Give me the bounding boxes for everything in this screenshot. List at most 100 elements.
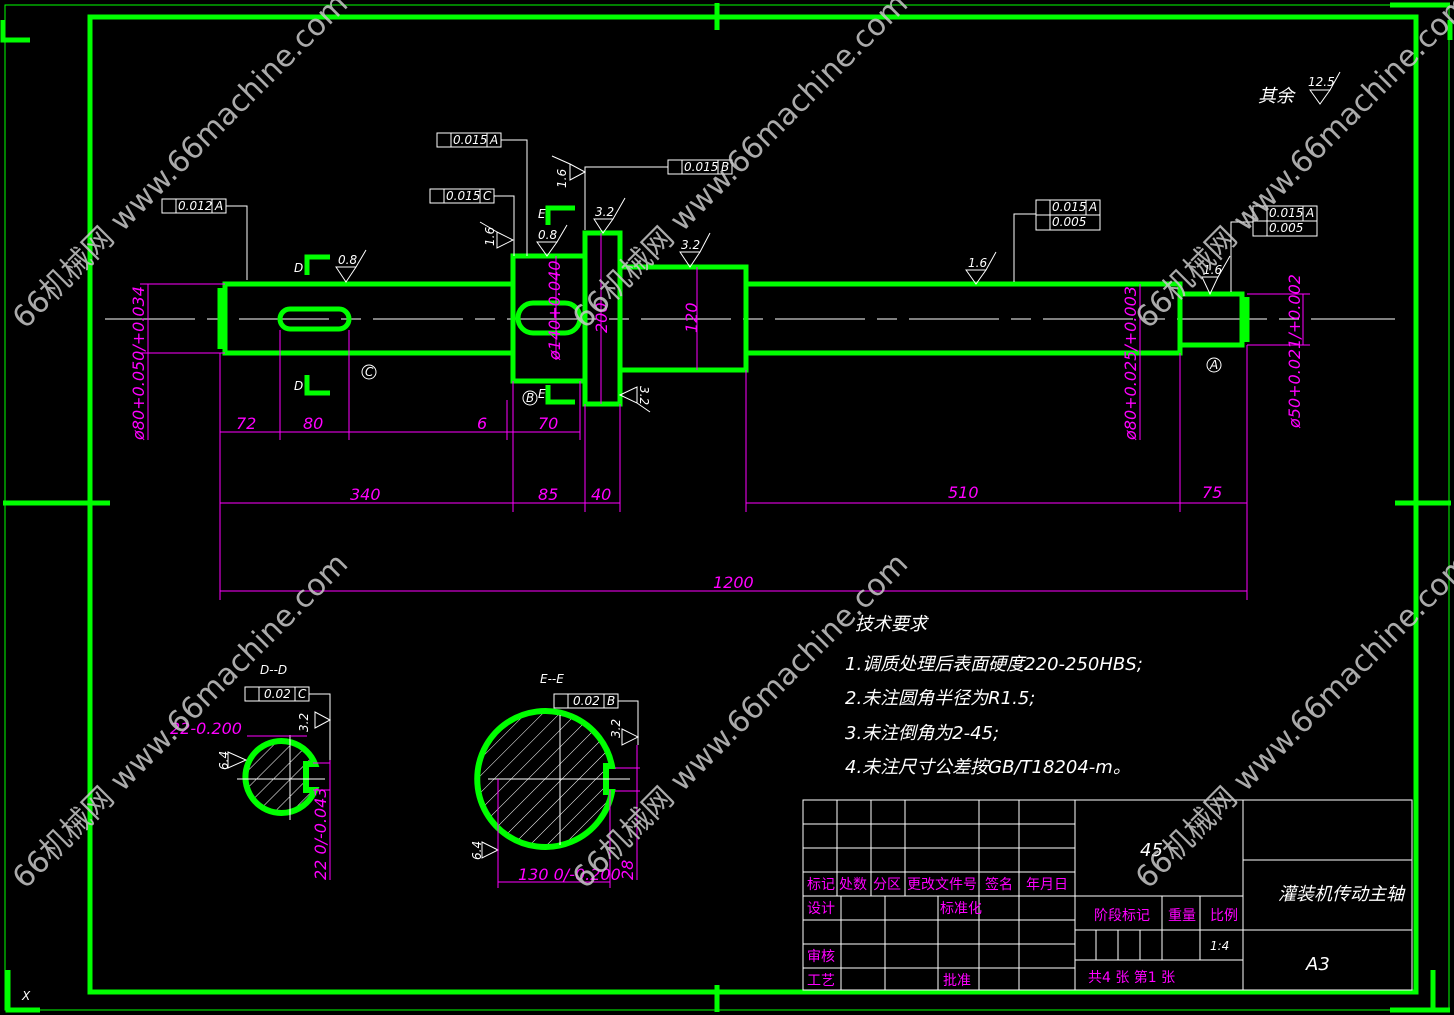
keyway-middle xyxy=(515,300,583,336)
dim-72: 72 xyxy=(236,414,256,433)
review-label: 审核 xyxy=(807,949,835,965)
section-ee-roughness: 3.2 xyxy=(609,719,623,738)
dim-1200: 1200 xyxy=(713,573,754,592)
dim-6: 6 xyxy=(477,414,487,433)
gdt-datum: B xyxy=(721,160,729,174)
section-d-d: D--D 0.02 C 3.2 6.4 22-0.200 22 0/-0.043 xyxy=(170,663,332,880)
tech-requirement-item: 4.未注尺寸公差按GB/T18204-m。 xyxy=(845,757,1131,778)
roughness-value: 1.6 xyxy=(968,256,987,270)
material: 45 xyxy=(1140,840,1163,861)
dim-510: 510 xyxy=(948,483,979,502)
section-mark-e-bottom: E xyxy=(538,387,546,401)
datum-symbols: C B A xyxy=(361,357,1222,406)
dim-340: 340 xyxy=(350,485,381,504)
datum-c: C xyxy=(365,365,374,379)
section-ee-title: E--E xyxy=(540,672,564,686)
sheet-count: 共4 张 第1 张 xyxy=(1088,969,1175,986)
section-e-e: E--E 0.02 B 3.2 6.4 130 0/-0.200 28 xyxy=(470,672,640,888)
dim-40: 40 xyxy=(591,485,611,504)
header-date: 年月日 xyxy=(1026,877,1068,893)
gdt-datum: C xyxy=(483,189,492,203)
gdt-datum: A xyxy=(1088,200,1097,214)
section-dd-roughness: 3.2 xyxy=(297,713,311,732)
section-dd-gdt-value: 0.02 xyxy=(264,687,291,701)
gdt-value: 0.015 xyxy=(446,189,480,203)
gdt-datum: A xyxy=(489,133,498,147)
section-dd-title: D--D xyxy=(260,663,287,677)
dim-dia120: 120 xyxy=(682,302,701,333)
section-dd-dim-width: 22-0.200 xyxy=(170,719,242,738)
datum-b: B xyxy=(526,391,534,405)
dim-dia200: 200 xyxy=(592,302,611,333)
stage-mark-label: 阶段标记 xyxy=(1094,908,1150,924)
gdt-datum: A xyxy=(214,199,223,213)
tech-requirements-title: 技术要求 xyxy=(855,614,929,635)
tech-requirement-item: 1.调质处理后表面硬度220-250HBS; xyxy=(845,654,1143,675)
gdt-cylindricity: 0.005 xyxy=(1269,221,1303,235)
roughness-value: 3.2 xyxy=(637,386,651,405)
dim-dia140: ø140+0.040 xyxy=(545,260,564,361)
datum-a: A xyxy=(1209,358,1218,372)
section-ee-dim-height: 28 xyxy=(618,860,637,880)
header-mark: 标记 xyxy=(807,877,835,893)
dim-80: 80 xyxy=(303,414,323,433)
section-ee-dim-width: 130 0/-0.200 xyxy=(518,865,621,884)
tech-requirement-item: 2.未注圆角半径为R1.5; xyxy=(845,688,1035,709)
roughness-value: 0.8 xyxy=(338,253,357,267)
gdt-datum: A xyxy=(1305,206,1314,220)
tech-requirement-item: 3.未注倒角为2-45; xyxy=(845,723,999,744)
dim-dia50: ø50+0.021/+0.002 xyxy=(1285,274,1304,429)
roughness-value: 1.6 xyxy=(483,227,497,246)
dim-70: 70 xyxy=(538,414,558,433)
section-mark-d-top: D xyxy=(294,261,303,275)
section-dd-roughness: 6.4 xyxy=(217,751,231,770)
dim-dia80-left: ø80+0.050/+0.034 xyxy=(129,286,148,441)
dimension-lines xyxy=(140,233,1310,600)
section-dd-gdt-datum: C xyxy=(298,687,307,701)
roughness-value: 3.2 xyxy=(595,205,614,219)
section-mark-e-top: E xyxy=(538,207,546,221)
keyway-left xyxy=(277,306,352,332)
header-zone: 分区 xyxy=(873,877,901,893)
section-ee-gdt-datum: B xyxy=(607,694,615,708)
roughness-value: 1.6 xyxy=(1203,263,1222,277)
gdt-cylindricity: 0.005 xyxy=(1052,215,1086,229)
section-ee-roughness: 6.4 xyxy=(470,841,484,860)
gdt-value: 0.015 xyxy=(1052,200,1086,214)
corner-mark: X xyxy=(21,989,31,1003)
header-change-doc: 更改文件号 xyxy=(907,877,977,893)
title-block: 标记 处数 分区 更改文件号 签名 年月日 设计 标准化 审核 工艺 批准 阶段… xyxy=(802,799,1413,991)
section-markers xyxy=(304,205,575,405)
roughness-value: 1.6 xyxy=(555,169,569,188)
dim-85: 85 xyxy=(538,485,558,504)
dim-dia80-right: ø80+0.025/+0.003 xyxy=(1121,286,1140,441)
sheet-size: A3 xyxy=(1305,954,1330,975)
roughness-default-label: 其余 xyxy=(1258,86,1296,107)
section-dd-dim-height: 22 0/-0.043 xyxy=(311,787,330,880)
section-mark-d-bottom: D xyxy=(294,379,303,393)
gdt-value: 0.015 xyxy=(684,160,718,174)
gdt-frames: 0.012 A 0.015 C 0.015 A 0.015 B 0.015 A … xyxy=(161,132,1318,292)
approve-label: 批准 xyxy=(943,973,971,989)
part-name: 灌装机传动主轴 xyxy=(1278,884,1406,905)
design-label: 设计 xyxy=(807,901,835,917)
tech-requirements: 技术要求 1.调质处理后表面硬度220-250HBS; 2.未注圆角半径为R1.… xyxy=(845,614,1143,778)
gdt-value: 0.015 xyxy=(453,133,487,147)
gdt-value: 0.015 xyxy=(1269,206,1303,220)
weight-label: 重量 xyxy=(1168,908,1196,924)
header-signature: 签名 xyxy=(985,876,1013,893)
scale-label: 比例 xyxy=(1210,908,1238,924)
gdt-value: 0.012 xyxy=(178,199,212,213)
watermark: 66机械网 www.66machine.com xyxy=(1129,546,1454,895)
standardization-label: 标准化 xyxy=(940,901,982,917)
roughness-value: 3.2 xyxy=(681,238,700,252)
roughness-value: 0.8 xyxy=(538,228,557,242)
scale-value: 1:4 xyxy=(1210,939,1229,953)
process-label: 工艺 xyxy=(807,973,835,989)
roughness-default-value: 12.5 xyxy=(1308,75,1335,89)
dim-75: 75 xyxy=(1202,483,1222,502)
section-ee-gdt-value: 0.02 xyxy=(573,694,600,708)
roughness-symbols xyxy=(335,71,1341,413)
